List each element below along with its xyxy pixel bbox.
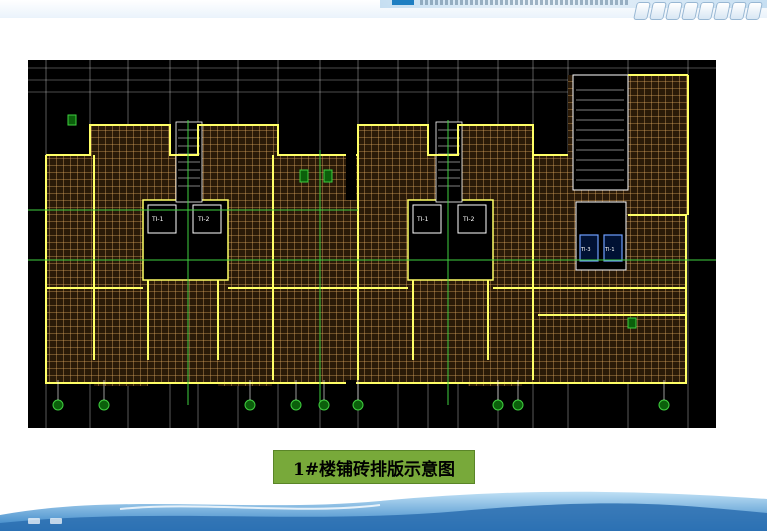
elevator-label: TI-2 <box>197 216 210 223</box>
bottom-wave <box>0 491 767 531</box>
cad-plan: TI-1 TI-2 TI-1 TI-2 <box>28 60 716 428</box>
axis-bubble <box>658 399 670 411</box>
elevator-label: TI-1 <box>151 216 164 223</box>
axis-bubble <box>352 399 364 411</box>
page-indicator <box>28 518 62 524</box>
header-text-decoration <box>420 0 630 5</box>
axis-bubble <box>244 399 256 411</box>
elevator-label: TI-1 <box>604 247 615 253</box>
top-banner <box>0 0 767 20</box>
axis-bubble <box>52 399 64 411</box>
floor-tile-layout-drawing: TI-1 TI-2 TI-1 TI-2 <box>28 60 716 428</box>
axis-bubble <box>512 399 524 411</box>
banner-tiles <box>633 2 763 20</box>
slide-caption: 1#楼铺砖排版示意图 <box>273 450 475 484</box>
axis-bubble <box>98 399 110 411</box>
axis-lines <box>28 120 716 405</box>
elevator-label: TI-2 <box>462 216 475 223</box>
header-logo <box>392 0 414 5</box>
axis-bubble <box>492 399 504 411</box>
axis-bubbles <box>52 380 670 411</box>
axis-bubble <box>290 399 302 411</box>
axis-bubble <box>318 399 330 411</box>
walls <box>45 74 689 384</box>
elevator-label: TI-3 <box>580 247 591 253</box>
elevator-label: TI-1 <box>416 216 429 223</box>
right-unit: TI-1 TI-2 TI-3 TI-1 <box>356 74 688 386</box>
